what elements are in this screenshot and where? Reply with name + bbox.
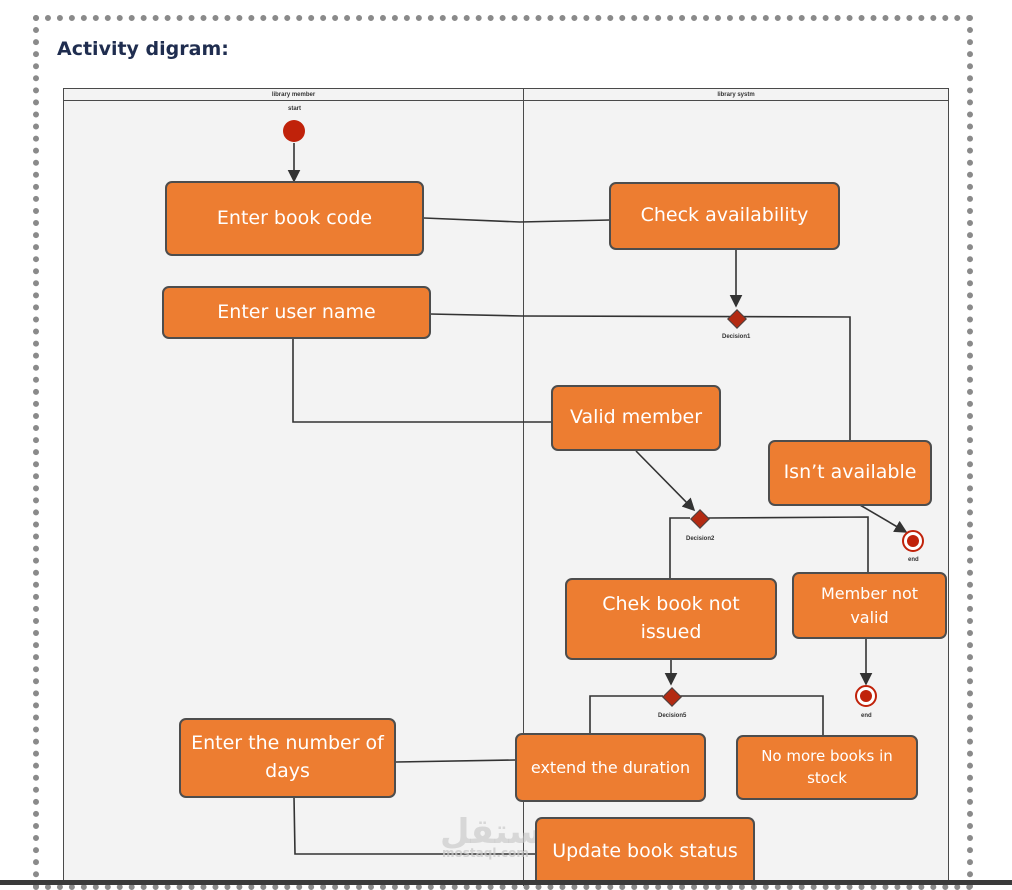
activity-no-more-books[interactable]: No more books in stock bbox=[736, 735, 918, 800]
start-label: start bbox=[288, 106, 302, 112]
activity-check-availability[interactable]: Check availability bbox=[609, 182, 840, 250]
activity-enter-user-name[interactable]: Enter user name bbox=[162, 286, 431, 339]
activity-enter-number-of-days[interactable]: Enter the number of days bbox=[179, 718, 396, 798]
activity-member-not-valid[interactable]: Member not valid bbox=[792, 572, 947, 639]
end-label: end bbox=[861, 713, 872, 719]
bottom-bar bbox=[0, 880, 1012, 885]
end-node-icon bbox=[902, 530, 924, 552]
activity-chek-book-not-issued[interactable]: Chek book not issued bbox=[565, 578, 777, 660]
end-node-icon bbox=[855, 685, 877, 707]
activity-extend-duration[interactable]: extend the duration bbox=[515, 733, 706, 802]
decision5-label: Decision5 bbox=[658, 713, 687, 719]
watermark-text: mostaql.com bbox=[442, 846, 529, 860]
lane-header-library-system: library systm bbox=[524, 89, 948, 101]
lane-header-library-member: library member bbox=[64, 89, 523, 101]
section-heading: Activity digram: bbox=[57, 38, 229, 60]
lane-divider bbox=[523, 89, 524, 886]
activity-isnt-available[interactable]: Isn’t available bbox=[768, 440, 932, 506]
decision2-label: Decision2 bbox=[686, 536, 715, 542]
start-node-icon bbox=[283, 120, 305, 142]
decision1-label: Decision1 bbox=[722, 334, 751, 340]
end-label: end bbox=[908, 557, 919, 563]
activity-valid-member[interactable]: Valid member bbox=[551, 385, 721, 451]
activity-enter-book-code[interactable]: Enter book code bbox=[165, 181, 424, 256]
activity-update-book-status[interactable]: Update book status bbox=[535, 817, 755, 885]
